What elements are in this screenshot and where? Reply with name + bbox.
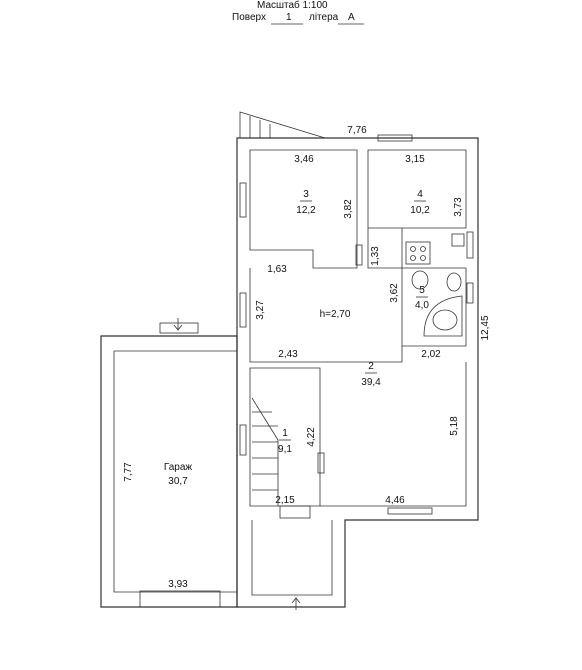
room-5-area: 4,0 xyxy=(415,300,429,311)
dim-top-total: 7,76 xyxy=(347,125,367,136)
door-entrance xyxy=(279,505,311,519)
hall-bottom-wall xyxy=(320,362,467,507)
dim-room-3-depth: 3,82 xyxy=(343,199,354,219)
dim-room-5-3-62: 3,62 xyxy=(389,283,400,303)
room-2-number: 2 xyxy=(368,361,374,372)
dim-room-4-depth: 3,73 xyxy=(453,197,464,217)
dim-room-1-2-15: 2,15 xyxy=(275,495,295,506)
corner-bathtub xyxy=(423,295,463,337)
dim-room-1-4-22: 4,22 xyxy=(306,427,317,447)
dim-room-4-width: 3,15 xyxy=(405,154,425,165)
room-2-area: 39,4 xyxy=(361,377,381,388)
stove-burner xyxy=(420,255,426,261)
room-3-wall xyxy=(249,149,358,269)
dim-hall-2-43: 2,43 xyxy=(278,349,298,360)
dim-corridor-1-33: 1,33 xyxy=(370,246,381,266)
dim-room-5-2-02: 2,02 xyxy=(421,349,441,360)
dim-hall-1-63: 1,63 xyxy=(267,264,287,275)
room-3-number: 3 xyxy=(303,189,309,200)
dim-garage-3-93: 3,93 xyxy=(168,579,188,590)
garage-area: 30,7 xyxy=(168,476,188,487)
house-outer-wall xyxy=(236,137,479,608)
door-room-1 xyxy=(317,452,325,474)
interior-stairs xyxy=(251,397,279,506)
dim-room-3-width: 3,46 xyxy=(294,154,314,165)
kitchen-sink xyxy=(451,233,465,247)
dim-right-total: 12,45 xyxy=(480,315,491,340)
window-room-4 xyxy=(466,231,474,259)
window-room-3 xyxy=(239,182,247,218)
letter-label: літера xyxy=(309,12,339,23)
room-5-wall xyxy=(401,267,467,347)
stove xyxy=(405,241,431,265)
room-1-number: 1 xyxy=(282,428,288,439)
bathtub-basin xyxy=(432,309,458,331)
floor-value: 1 xyxy=(286,12,292,23)
garage-inner-wall xyxy=(113,350,237,593)
exterior-stairs xyxy=(239,111,326,139)
garage-outer-wall xyxy=(100,335,238,608)
window-top xyxy=(377,134,413,142)
toilet xyxy=(446,272,462,292)
washbasin xyxy=(411,270,429,290)
room-3-area: 12,2 xyxy=(296,205,316,216)
stove-burner xyxy=(420,246,426,252)
room-5-number: 5 xyxy=(419,285,425,296)
garage-vent xyxy=(159,322,199,334)
door-room-3 xyxy=(355,244,363,266)
dim-hall-5-18: 5,18 xyxy=(449,416,460,436)
stove-burner xyxy=(410,246,416,252)
porch-wall xyxy=(251,520,333,596)
ceiling-height: h=2,70 xyxy=(320,309,351,320)
stove-burner xyxy=(410,255,416,261)
floor-label: Поверх xyxy=(232,12,266,23)
dim-hall-3-27: 3,27 xyxy=(255,300,266,320)
window-room-5 xyxy=(466,282,474,304)
window-hall xyxy=(239,292,247,328)
entrance-arrow xyxy=(291,597,301,610)
room-1-area: 9,1 xyxy=(278,444,292,455)
dim-garage-7-77: 7,77 xyxy=(123,462,134,482)
garage-arrow xyxy=(173,318,183,331)
room-4-number: 4 xyxy=(417,189,423,200)
dim-hall-4-46: 4,46 xyxy=(385,495,405,506)
letter-value: А xyxy=(348,12,355,23)
scale-label: Масштаб 1:100 xyxy=(257,0,328,11)
garage-name: Гараж xyxy=(164,462,193,473)
hall-wall xyxy=(249,268,403,363)
garage-door xyxy=(139,590,221,608)
window-hall-bottom xyxy=(387,507,433,515)
room-4-area: 10,2 xyxy=(410,205,430,216)
window-room-1 xyxy=(239,424,247,456)
